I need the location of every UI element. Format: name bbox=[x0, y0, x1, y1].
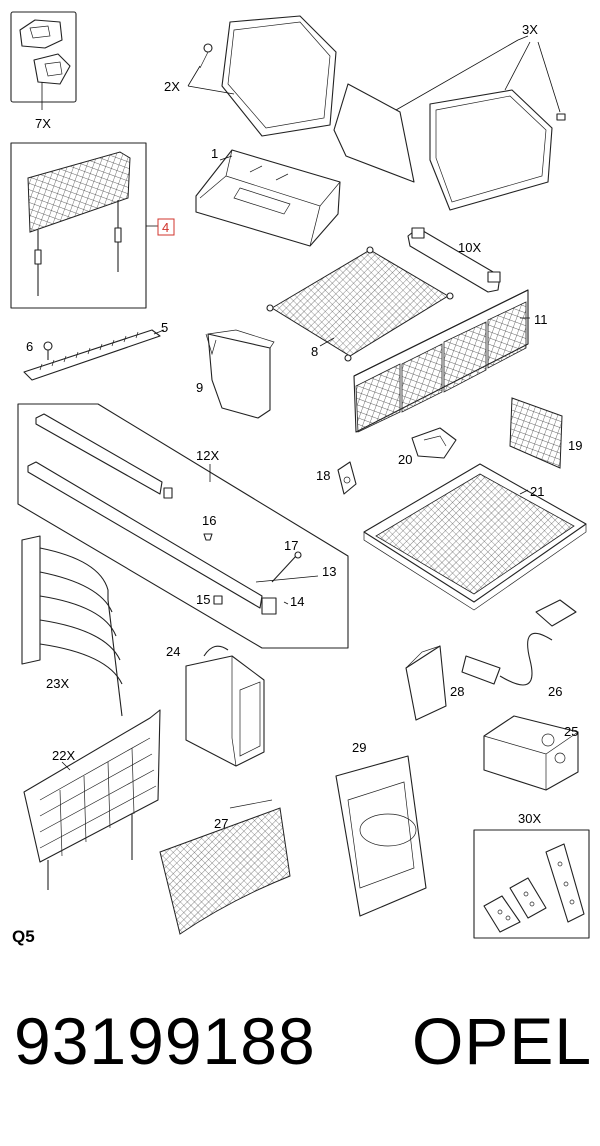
label-8: 8 bbox=[311, 344, 318, 359]
label-1: 1 bbox=[211, 146, 218, 161]
part-29-seat-organizer-bag[interactable] bbox=[335, 755, 427, 917]
part-22-luggage-divider[interactable] bbox=[23, 709, 161, 890]
label-23x: 23X bbox=[46, 676, 69, 691]
label-14: 14 bbox=[290, 594, 304, 609]
part-5-tie-down-rail[interactable] bbox=[23, 329, 165, 381]
part-27-cargo-net[interactable] bbox=[159, 799, 291, 935]
highlight-box-4 bbox=[157, 218, 175, 236]
label-19: 19 bbox=[568, 438, 582, 453]
label-7x: 7X bbox=[35, 116, 51, 131]
label-21: 21 bbox=[530, 484, 544, 499]
label-26: 26 bbox=[548, 684, 562, 699]
label-27: 27 bbox=[214, 816, 228, 831]
part-number: 93199188 bbox=[14, 1004, 316, 1078]
part-1-storage-organizer[interactable] bbox=[195, 149, 341, 247]
part-3-rear-window[interactable] bbox=[333, 35, 566, 211]
part-17-bolt[interactable] bbox=[271, 551, 302, 583]
label-13: 13 bbox=[322, 564, 336, 579]
part-16-clip[interactable] bbox=[203, 533, 213, 541]
label-3x: 3X bbox=[522, 22, 538, 37]
label-22x: 22X bbox=[52, 748, 75, 763]
label-29: 29 bbox=[352, 740, 366, 755]
part-30-pedal-covers[interactable] bbox=[473, 829, 590, 939]
part-4-cargo-net-guard[interactable] bbox=[10, 142, 158, 309]
label-30x: 30X bbox=[518, 811, 541, 826]
label-4: 4 bbox=[162, 220, 169, 235]
label-20: 20 bbox=[398, 452, 412, 467]
brand-name: OPEL bbox=[412, 1004, 593, 1078]
part-28-storage-bag[interactable] bbox=[405, 645, 447, 721]
part-11-side-net-pocket[interactable] bbox=[353, 289, 530, 433]
part-18-hook[interactable] bbox=[337, 461, 357, 495]
label-15: 15 bbox=[196, 592, 210, 607]
part-21-floor-tray[interactable] bbox=[363, 463, 587, 611]
section-code: Q5 bbox=[12, 927, 35, 946]
part-7-clip[interactable] bbox=[10, 11, 77, 110]
label-6: 6 bbox=[26, 339, 33, 354]
part-8-floor-net[interactable] bbox=[266, 246, 454, 362]
part-20-clamp[interactable] bbox=[411, 427, 457, 459]
label-10x: 10X bbox=[458, 240, 481, 255]
part-12-rail-kit-group[interactable] bbox=[17, 403, 349, 649]
part-6-screw[interactable] bbox=[43, 341, 53, 360]
label-24: 24 bbox=[166, 644, 180, 659]
label-16: 16 bbox=[202, 513, 216, 528]
part-25-cool-box[interactable] bbox=[483, 715, 579, 791]
part-9-waste-bin[interactable] bbox=[205, 329, 275, 419]
part-23-dog-guard-grille[interactable] bbox=[21, 535, 123, 717]
part-26-air-compressor[interactable] bbox=[461, 599, 577, 686]
part-2-side-window[interactable] bbox=[187, 15, 337, 137]
label-12x: 12X bbox=[196, 448, 219, 463]
label-28: 28 bbox=[450, 684, 464, 699]
part-15-nut[interactable] bbox=[213, 595, 223, 605]
label-11: 11 bbox=[534, 312, 548, 327]
part-24-fuel-canister[interactable] bbox=[185, 645, 265, 767]
part-10-rail-bracket[interactable] bbox=[407, 227, 501, 293]
part-19-wall-net[interactable] bbox=[509, 397, 563, 469]
label-5: 5 bbox=[161, 320, 168, 335]
label-17: 17 bbox=[284, 538, 298, 553]
label-9: 9 bbox=[196, 380, 203, 395]
label-18: 18 bbox=[316, 468, 330, 483]
label-25: 25 bbox=[564, 724, 578, 739]
label-2x: 2X bbox=[164, 79, 180, 94]
